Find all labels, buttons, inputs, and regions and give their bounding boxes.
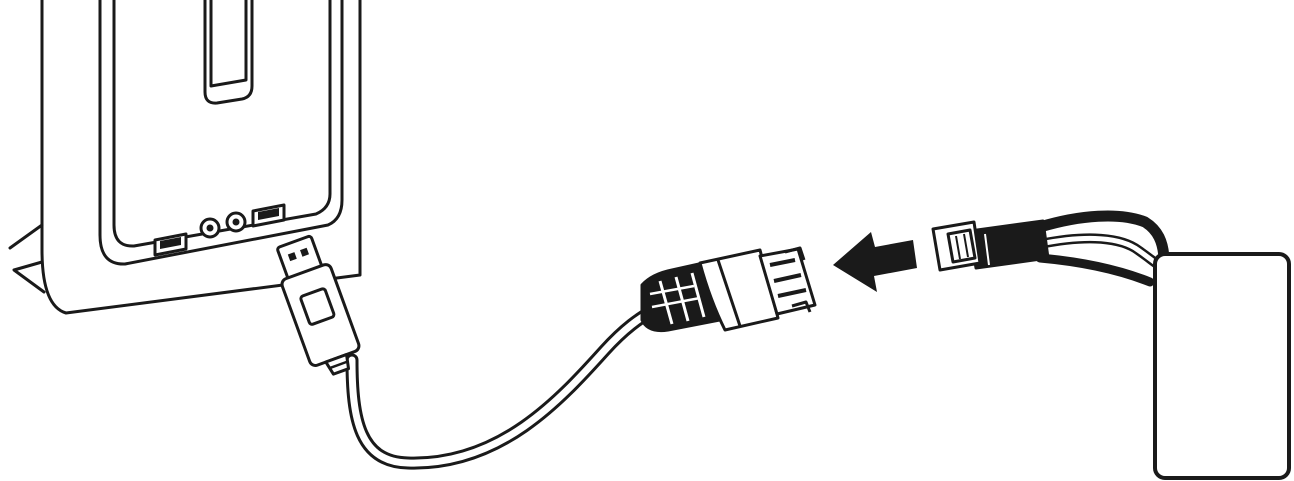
connector-housing xyxy=(698,248,780,332)
adapter-cable xyxy=(345,304,659,470)
battery-leads xyxy=(1034,210,1170,287)
battery-plug xyxy=(931,219,1050,272)
audio-jack-2 xyxy=(225,211,247,233)
usb-label-window xyxy=(299,287,336,326)
balance-connector xyxy=(640,246,817,332)
computer-tower xyxy=(8,0,362,315)
audio-jack-1 xyxy=(199,217,221,239)
battery-pack xyxy=(1153,252,1291,480)
usb-adapter xyxy=(276,234,361,376)
plug-heat-shrink xyxy=(968,219,1050,270)
direction-arrow xyxy=(833,232,917,292)
usb-port-right xyxy=(251,203,286,228)
usb-port-left xyxy=(153,232,188,257)
front-port-panel xyxy=(153,203,286,257)
